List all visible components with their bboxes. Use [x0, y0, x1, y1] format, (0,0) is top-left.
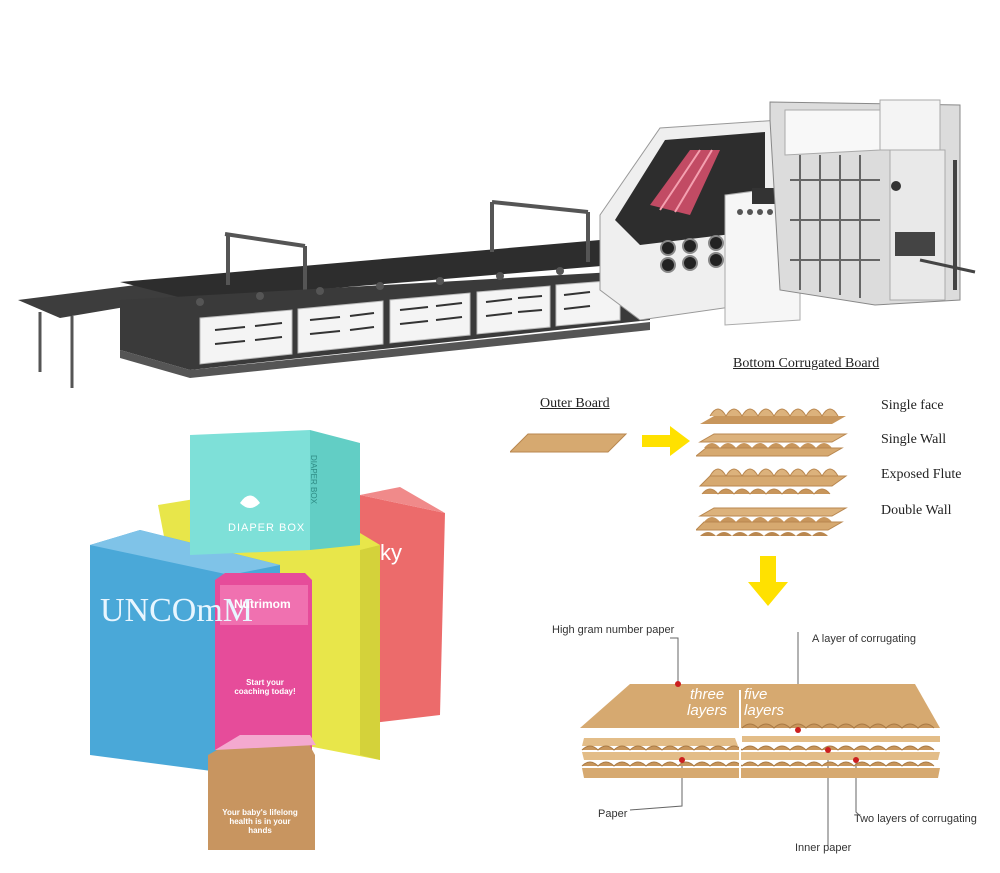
- kraft-box-message: Your baby's lifelong health is in your h…: [222, 808, 298, 835]
- laminating-machine: [18, 99, 976, 388]
- label-high-gram: High gram number paper: [552, 624, 675, 636]
- three-layers-line1: three: [690, 686, 725, 703]
- board-type-single-wall: Single Wall: [881, 432, 947, 447]
- red-box-letters: ky: [380, 540, 402, 565]
- label-corrugating: A layer of corrugating: [812, 633, 916, 645]
- outer-board-sheet: [510, 433, 628, 453]
- nutrimom-logo: Nutrimom: [234, 597, 291, 611]
- board-types: [696, 408, 848, 536]
- five-layers-line1: five: [744, 686, 768, 703]
- diaper-box-label: DIAPER BOX: [228, 522, 306, 534]
- arrow-right-icon: [642, 426, 690, 456]
- board-type-exposed-flute: Exposed Flute: [881, 467, 962, 482]
- label-paper: Paper: [598, 808, 628, 820]
- board-type-double-wall: Double Wall: [881, 503, 952, 518]
- layer-cross-section: [580, 632, 940, 846]
- five-layers-line2: layers: [744, 702, 785, 719]
- outer-board-label: Outer Board: [540, 396, 610, 411]
- bottom-board-title: Bottom Corrugated Board: [733, 356, 880, 371]
- diaper-box-side-label: DIAPER BOX: [309, 455, 318, 504]
- three-layers-line2: layers: [687, 702, 728, 719]
- board-type-single-face: Single face: [881, 398, 944, 413]
- mailer-boxes: [90, 430, 445, 850]
- pink-box-message: Start your coaching today!: [234, 678, 296, 696]
- blue-box-letters: UNCOmM: [100, 592, 254, 629]
- arrow-down-icon: [748, 556, 788, 606]
- label-inner-paper: Inner paper: [795, 842, 852, 854]
- label-two-layers: Two layers of corrugating: [854, 813, 977, 825]
